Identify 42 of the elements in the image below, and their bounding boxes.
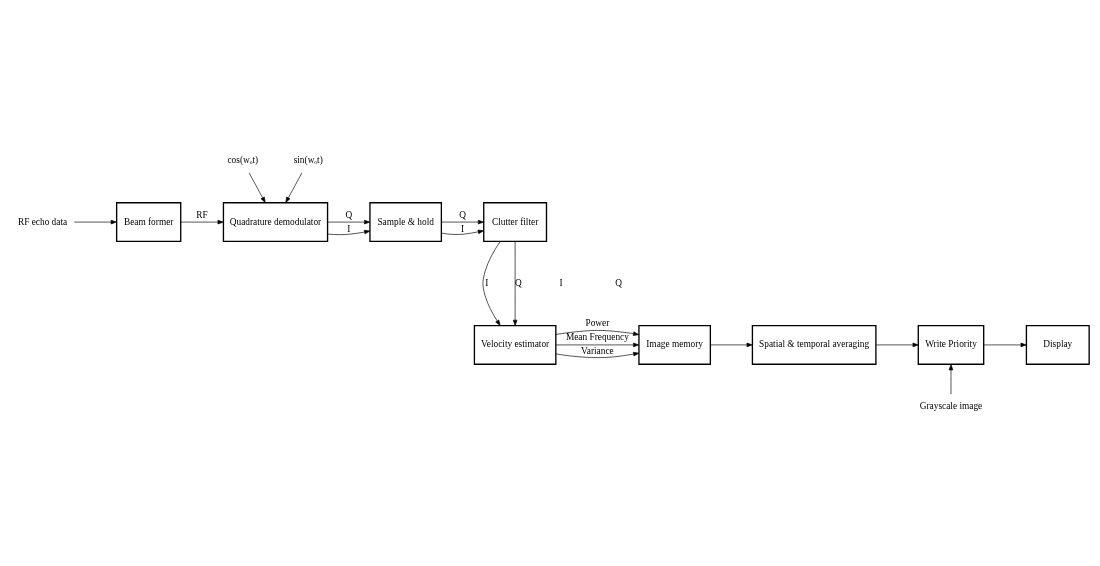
edge-label: Power [585, 317, 610, 328]
arrow [710, 342, 753, 347]
arrow [285, 172, 303, 203]
node-box: Write Priority [917, 324, 985, 365]
edge-label: Q [345, 209, 353, 220]
arrow [180, 219, 224, 224]
edge-label: I [461, 223, 465, 234]
arrow [555, 329, 640, 336]
node-box: Quadrature demodulator [222, 201, 329, 242]
arrow [512, 240, 518, 326]
label: I [559, 277, 563, 288]
node-text: RF echo data [17, 216, 68, 227]
edge-label: Q [459, 209, 466, 220]
edge-label: RF [196, 209, 208, 220]
node-box: Velocity estimator [473, 324, 557, 365]
node-text: Grayscale image [919, 400, 983, 411]
node-box: Clutter filter [483, 201, 548, 242]
node-box: Spatial & temporal averaging [751, 324, 877, 365]
node-box: Image memory [638, 324, 712, 365]
edge-label: I [485, 277, 489, 288]
arrow [248, 172, 266, 203]
arrow [875, 342, 919, 347]
arrow [327, 229, 371, 235]
arrow [555, 351, 640, 358]
edge-label: Variance [581, 345, 614, 356]
edge-label: I [347, 223, 351, 234]
node-text: cos(wₒt) [227, 154, 259, 165]
label: Q [615, 277, 622, 288]
arrow [482, 240, 501, 326]
edge-label: Q [515, 277, 522, 288]
arrow [983, 342, 1027, 347]
node-text: sin(wₒt) [293, 154, 323, 165]
arrow [555, 342, 640, 347]
arrow [73, 219, 117, 224]
arrow [441, 229, 484, 235]
node-box: Display [1025, 324, 1090, 365]
edge-label: Mean Frequency [565, 331, 629, 342]
node-box: Beam former [115, 201, 182, 242]
arrow [327, 219, 371, 224]
arrow [948, 363, 954, 395]
node-box: Sample & hold [369, 201, 443, 242]
arrow [441, 219, 484, 224]
